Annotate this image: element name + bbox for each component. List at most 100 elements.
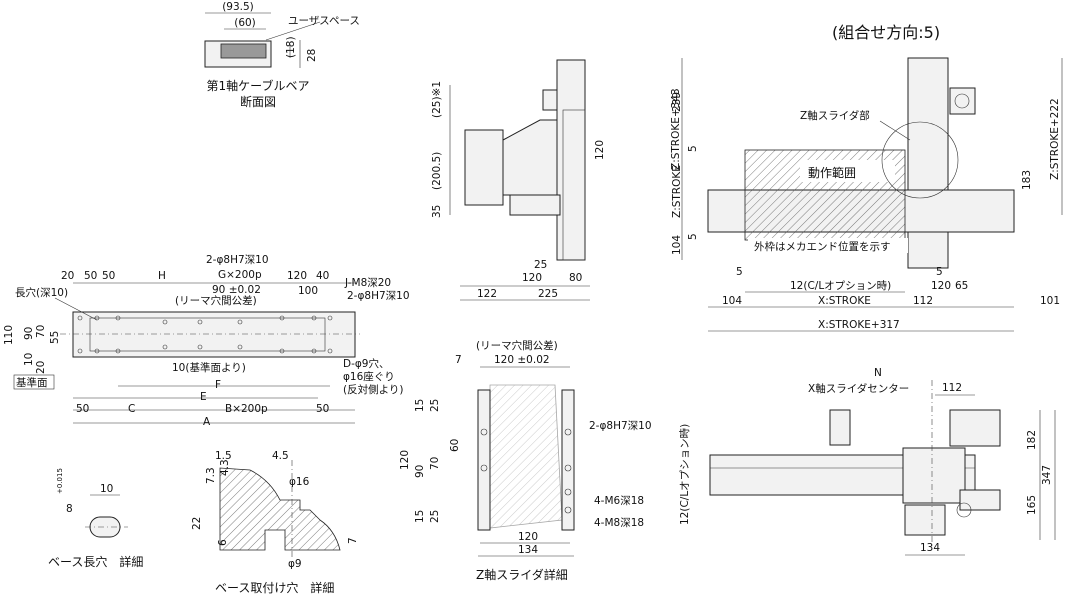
slot-tol: +0.015 bbox=[56, 468, 64, 494]
base-dim-e: E bbox=[200, 391, 207, 403]
mount-7-3: 7.3 bbox=[205, 467, 217, 484]
side-dim-25: (25)※1 bbox=[431, 81, 443, 118]
side-dim-80: 80 bbox=[569, 272, 582, 284]
mount-detail: 1.5 4.5 7.3 4.3 φ16 22 6 7 φ9 ベース取付け穴 詳細 bbox=[191, 450, 359, 595]
top-slider bbox=[902, 447, 966, 504]
zs-l-25: 25 bbox=[429, 399, 441, 412]
zs-l-70: 70 bbox=[429, 457, 441, 470]
base-plate bbox=[72, 311, 356, 358]
front-z343: Z:STROKE+343 bbox=[670, 88, 682, 170]
z-column bbox=[556, 59, 586, 261]
zs-dim-120tol: 120 ±0.02 bbox=[494, 354, 550, 366]
front-104: 104 bbox=[671, 235, 683, 255]
base-dim-20b: 20 bbox=[35, 361, 47, 374]
top-112: 112 bbox=[942, 382, 962, 394]
base-label-reamer-tol: (リーマ穴間公差) bbox=[175, 294, 257, 307]
front-5b: 5 bbox=[687, 233, 699, 240]
zs-caption: Z軸スライダ詳細 bbox=[476, 567, 568, 582]
top-165: 165 bbox=[1026, 495, 1038, 515]
zs-l-15b: 15 bbox=[414, 510, 426, 523]
base-label-100: 100 bbox=[298, 285, 318, 297]
front-title: (組合せ方向:5) bbox=[832, 23, 940, 42]
cable-title-2: 断面図 bbox=[240, 94, 276, 109]
front-b101: 101 bbox=[1040, 295, 1060, 307]
base-holes bbox=[77, 315, 333, 354]
cable-dim-60: (60) bbox=[234, 17, 256, 29]
zs-dim-7: 7 bbox=[455, 354, 462, 366]
base-dim-110: 110 bbox=[3, 325, 15, 345]
base-dim-40: 40 bbox=[316, 270, 329, 282]
base-label-jm8: J-M8深20 bbox=[344, 277, 391, 289]
side-block bbox=[464, 129, 504, 206]
mount-7: 7 bbox=[347, 537, 359, 544]
slot-detail: 10 8 +0.015 ベース長穴 詳細 bbox=[48, 468, 143, 569]
base-ref-from: 10(基準面より) bbox=[172, 361, 246, 374]
front-z-column bbox=[907, 57, 949, 269]
base-dim-20: 20 bbox=[61, 270, 74, 282]
base-dim-50d: 50 bbox=[316, 403, 329, 415]
base-dim-50c: 50 bbox=[76, 403, 89, 415]
zs-b-120: 120 bbox=[518, 531, 538, 543]
zs-hole-m8: 4-M8深18 bbox=[594, 517, 644, 529]
side-dim-35: 35 bbox=[431, 205, 443, 218]
mount-phi16: φ16 bbox=[289, 476, 310, 488]
base-dim-c: C bbox=[128, 403, 135, 415]
base-dim-bx200p: B×200p bbox=[225, 403, 268, 415]
user-space-area bbox=[220, 43, 267, 59]
mount-phi9: φ9 bbox=[288, 558, 302, 570]
cable-title-1: 第1軸ケーブルベア bbox=[207, 78, 310, 93]
base-ref-face: 基準面 bbox=[16, 376, 48, 389]
side-view: (25)※1 (200.5) 35 120 25 120 80 122 225 bbox=[431, 59, 606, 301]
side-dim-25b: 25 bbox=[534, 259, 547, 271]
mech-end-note: 外枠はメカエンド位置を示す bbox=[754, 240, 891, 253]
zs-l-25b: 25 bbox=[429, 510, 441, 523]
top-134: 134 bbox=[920, 542, 940, 554]
front-b5a: 5 bbox=[736, 266, 743, 278]
cable-bear-section: (93.5) (60) ユーザスペース (18) 28 第1軸ケーブルベア 断面… bbox=[204, 1, 360, 109]
cable-dim-28: 28 bbox=[306, 49, 318, 62]
top-cl: 12(C/Lオプション時) bbox=[679, 424, 691, 525]
front-5a: 5 bbox=[687, 145, 699, 152]
mount-section bbox=[219, 467, 341, 551]
user-space-label: ユーザスペース bbox=[288, 15, 360, 27]
motion-range-label: 動作範囲 bbox=[808, 165, 856, 180]
base-dim-120: 120 bbox=[287, 270, 307, 282]
mount-1-5: 1.5 bbox=[215, 450, 232, 462]
front-zstroke: Z:STROKE bbox=[671, 165, 683, 218]
base-dim-h: H bbox=[158, 270, 166, 282]
base-dim-10: 10 bbox=[23, 353, 35, 366]
side-dim-225: 225 bbox=[538, 288, 558, 300]
front-b104: 104 bbox=[722, 295, 742, 307]
top-182: 182 bbox=[1026, 430, 1038, 450]
base-dhole-3: (反対側より) bbox=[343, 383, 403, 396]
front-xstroke317: X:STROKE+317 bbox=[818, 319, 900, 331]
front-view: (組合せ方向:5) 動作範囲 Z軸スライダ部 外枠はメカエンド位置を示す Z:S… bbox=[670, 23, 1063, 332]
base-dhole-2: φ16座ぐり bbox=[343, 370, 395, 383]
top-347: 347 bbox=[1041, 465, 1053, 485]
front-b5b: 5 bbox=[936, 266, 943, 278]
zs-hole-m6: 4-M6深18 bbox=[594, 495, 644, 507]
side-dim-200: (200.5) bbox=[431, 152, 443, 190]
z-slider-detail: (リーマ穴間公差) 7 120 ±0.02 15 25 120 90 70 60… bbox=[399, 339, 652, 582]
front-b120: 120 bbox=[931, 280, 951, 292]
base-label-90: 90 ±0.02 bbox=[212, 284, 261, 296]
mount-caption: ベース取付け穴 詳細 bbox=[215, 580, 334, 595]
zs-left-rail bbox=[477, 389, 491, 531]
base-label-slot: 長穴(深10) bbox=[15, 286, 68, 299]
zs-l-90: 90 bbox=[414, 465, 426, 478]
top-x-center: X軸スライダセンター bbox=[808, 382, 909, 395]
zs-right-rail bbox=[561, 389, 575, 531]
zs-l-60: 60 bbox=[449, 439, 461, 452]
mount-6: 6 bbox=[217, 539, 229, 546]
cable-dim-18: (18) bbox=[285, 36, 297, 58]
side-dim-122: 122 bbox=[477, 288, 497, 300]
base-dim-f: F bbox=[215, 379, 221, 391]
base-dim-70: 70 bbox=[35, 325, 47, 338]
slot-dim-8: 8 bbox=[66, 503, 73, 515]
mount-22: 22 bbox=[191, 517, 203, 530]
slot-caption: ベース長穴 詳細 bbox=[48, 554, 143, 569]
front-183: 183 bbox=[1021, 170, 1033, 190]
front-cl: 12(C/Lオプション時) bbox=[790, 280, 891, 292]
slot-dim-10: 10 bbox=[100, 483, 113, 495]
